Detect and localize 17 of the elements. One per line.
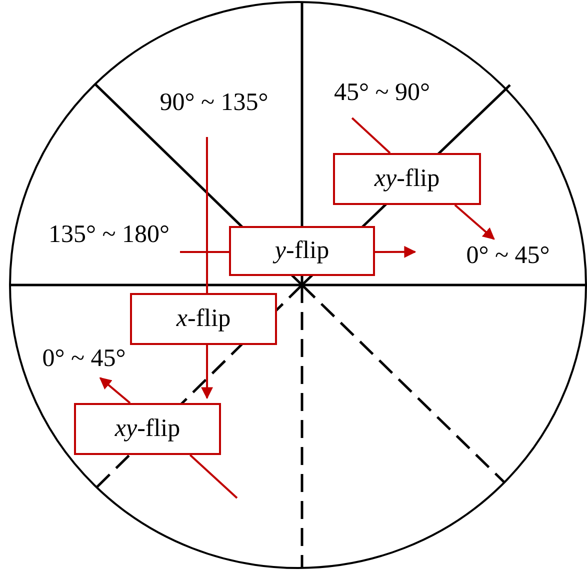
operation-box: y-flip [229, 226, 375, 276]
connector-line [180, 251, 229, 253]
arrow [375, 246, 416, 258]
angle-range-label: 0° ~ 45° [448, 241, 568, 273]
connector-line [351, 117, 391, 154]
arrow [201, 345, 214, 400]
arrow [99, 377, 131, 404]
arrow [454, 204, 495, 240]
operation-box: xy-flip [74, 403, 221, 455]
angle-range-label: 45° ~ 90° [314, 78, 450, 110]
operation-box: x-flip [130, 293, 277, 345]
angle-range-label: 135° ~ 180° [22, 220, 196, 252]
operation-box: xy-flip [333, 153, 481, 205]
connector-line [189, 454, 238, 499]
connector-line [206, 137, 208, 293]
angle-range-label: 0° ~ 45° [26, 344, 142, 376]
angle-range-label: 90° ~ 135° [136, 88, 292, 120]
